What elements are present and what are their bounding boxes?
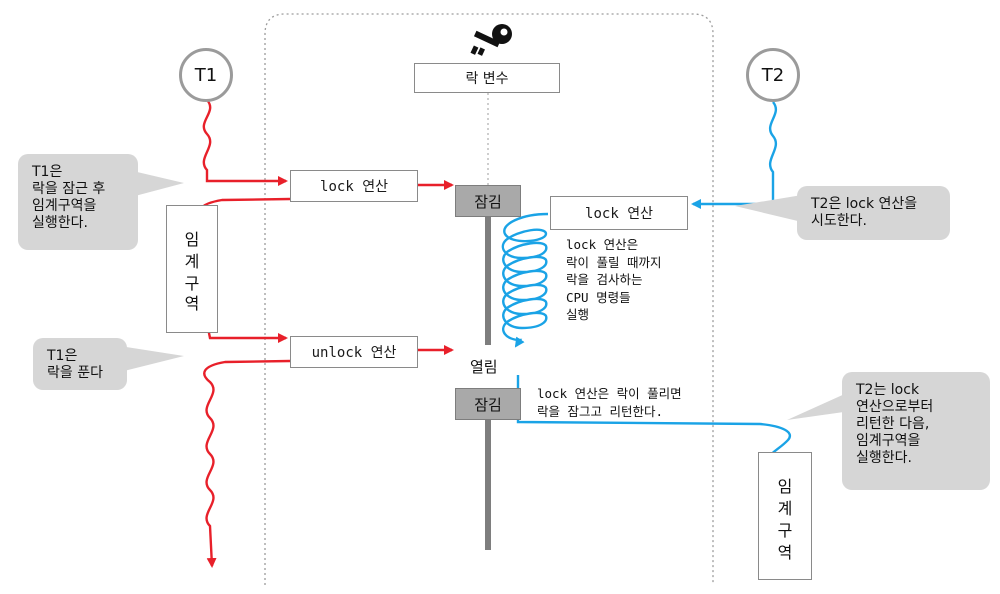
critical-section-char: 구 [184, 274, 200, 293]
spin-note: lock 연산은 락이 풀릴 때까지 락을 검사하는 CPU 명령들 실행 [566, 236, 662, 324]
callout-tail-t2-try [735, 195, 802, 222]
spin-note-line: lock 연산은 [566, 237, 639, 252]
state-unlocked: 열림 [470, 358, 498, 376]
callout-t2-try: T2은 lock 연산을 시도한다. [797, 186, 950, 240]
callout-line: 리턴한 다음, [856, 416, 930, 432]
lock-held-bar-1 [485, 215, 491, 345]
spin-note-line: 실행 [566, 307, 590, 322]
critical-section-char: 임 [184, 230, 200, 249]
acquire-note-line: 락을 잠그고 리턴한다. [537, 403, 664, 419]
critical-section-char: 임 [777, 477, 793, 496]
callout-tail-t1-unlock [120, 346, 184, 372]
state-locked-2: 잠김 [455, 388, 521, 420]
callout-tail-t2-return [787, 388, 858, 420]
spin-note-line: CPU 명령들 [566, 289, 631, 305]
callout-line: T2은 lock 연산을 [811, 196, 918, 212]
thread-t2-circle: T2 [746, 48, 800, 102]
acquire-note-line: lock 연산은 락이 풀리면 [537, 386, 682, 401]
callout-line: 시도한다. [811, 213, 867, 229]
callout-line: 실행한다. [856, 450, 912, 466]
key-icon [470, 24, 512, 56]
spin-note-line: 락을 검사하는 [566, 272, 643, 287]
callout-line: 락을 잠근 후 [32, 181, 106, 197]
t2-path [691, 101, 778, 209]
critical-section-char: 역 [184, 294, 200, 313]
callout-line: T1은 [32, 164, 63, 180]
t1-lock-operation-box: lock 연산 [290, 170, 418, 202]
lock-held-bar-2 [485, 418, 491, 550]
lock-variable-box: 락 변수 [414, 63, 560, 93]
thread-t1-circle: T1 [179, 48, 233, 102]
callout-line: 실행한다. [32, 215, 88, 231]
t1-unlock-operation-box: unlock 연산 [290, 336, 418, 368]
callout-line: 연산으로부터 [856, 399, 934, 415]
callout-line: T1은 [47, 348, 78, 364]
callout-line: 락을 푼다 [47, 365, 103, 381]
spin-note-line: 락이 풀릴 때까지 [566, 254, 662, 270]
callout-t1-unlock: T1은 락을 푼다 [33, 338, 127, 390]
t1-critical-section-box: 임 계 구 역 [166, 205, 218, 333]
callout-t2-return: T2는 lock 연산으로부터 리턴한 다음, 임계구역을 실행한다. [842, 372, 990, 490]
critical-section-char: 계 [777, 499, 793, 518]
critical-section-char: 구 [777, 521, 793, 540]
callout-line: T2는 lock [856, 382, 920, 398]
critical-section-char: 역 [777, 543, 793, 562]
callout-line: 임계구역을 [856, 433, 921, 449]
t1-exit-path [203, 359, 291, 568]
t2-spin-coil [501, 212, 549, 348]
state-locked-1: 잠김 [455, 185, 521, 217]
process-boundary [264, 13, 714, 585]
acquire-note: lock 연산은 락이 풀리면 락을 잠그고 리턴한다. [537, 385, 682, 420]
critical-section-char: 계 [184, 252, 200, 271]
t2-lock-operation-box: lock 연산 [550, 196, 688, 230]
t2-critical-section-box: 임 계 구 역 [758, 452, 812, 580]
callout-t1-lock: T1은 락을 잠근 후 임계구역을 실행한다. [18, 154, 138, 250]
callout-line: 임계구역을 [32, 198, 97, 214]
t1-path [202, 99, 288, 186]
